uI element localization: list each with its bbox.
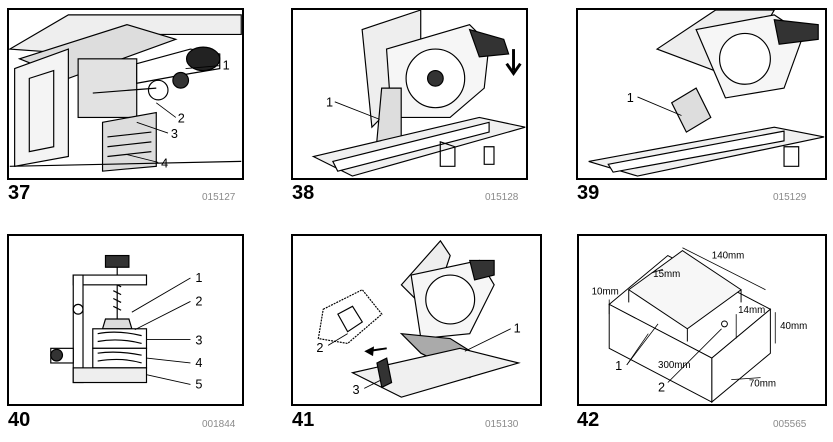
fig42-callout-2: 2 [658,380,665,394]
figure-37-number: 37 [8,182,31,204]
fig39-callout-1: 1 [627,91,634,105]
figure-40-code: 001844 [202,419,236,430]
figure-42-code: 005565 [773,419,807,430]
fig40-callout-2: 2 [195,294,202,308]
fig41-callout-1: 1 [514,322,521,336]
figure-40-drawing: 1 2 3 4 5 [50,254,202,391]
fig40-callout-4: 4 [195,356,202,370]
fig42-callout-1: 1 [615,359,622,373]
fig37-callout-4: 4 [161,156,168,170]
fig40-callout-3: 3 [195,333,202,347]
fig38-callout-1: 1 [326,96,333,110]
figure-39-number: 39 [577,182,600,204]
figure-39-drawing: 1 [588,10,825,177]
figure-41-panel: 1 2 3 [291,234,542,406]
fig41-callout-3: 3 [353,383,360,397]
fig42-dim-base: 70mm [749,378,776,389]
fig41-callout-2: 2 [316,341,323,355]
figure-39-code: 015129 [773,192,807,203]
fig42-dim-hole: 14mm [738,305,765,316]
figure-40-panel: 1 2 3 4 5 [7,234,244,406]
fig42-dim-width: 140mm [712,250,745,261]
figure-41-number: 41 [292,409,315,431]
fig37-callout-2: 2 [178,111,185,125]
fig42-dim-length: 300mm [658,360,691,371]
figure-42-drawing: 140mm 15mm 10mm 14mm 40mm 300mm 70mm 1 2 [592,247,807,404]
fig37-callout-3: 3 [171,127,178,141]
figure-38-drawing: 1 [311,10,526,177]
figure-41-drawing: 1 2 3 [316,239,521,398]
figure-42-number: 42 [577,409,600,431]
figure-37-panel: 1 2 3 4 [7,8,244,180]
figure-38-code: 015128 [485,192,519,203]
fig42-dim-step: 10mm [592,287,619,298]
figure-39-panel: 1 [576,8,827,180]
figure-40-number: 40 [8,409,31,431]
fig42-dim-top: 15mm [653,269,680,280]
figure-37-code: 015127 [202,192,236,203]
figure-37-drawing: 1 2 3 4 [9,14,242,172]
fig42-dim-height: 40mm [780,321,807,332]
figure-38-panel: 1 [291,8,528,180]
fig37-callout-1: 1 [223,59,230,73]
figure-42-panel: 140mm 15mm 10mm 14mm 40mm 300mm 70mm 1 2 [577,234,827,406]
figure-38-number: 38 [292,182,315,204]
fig40-callout-1: 1 [195,271,202,285]
fig40-callout-5: 5 [195,377,202,391]
figure-41-code: 015130 [485,419,519,430]
